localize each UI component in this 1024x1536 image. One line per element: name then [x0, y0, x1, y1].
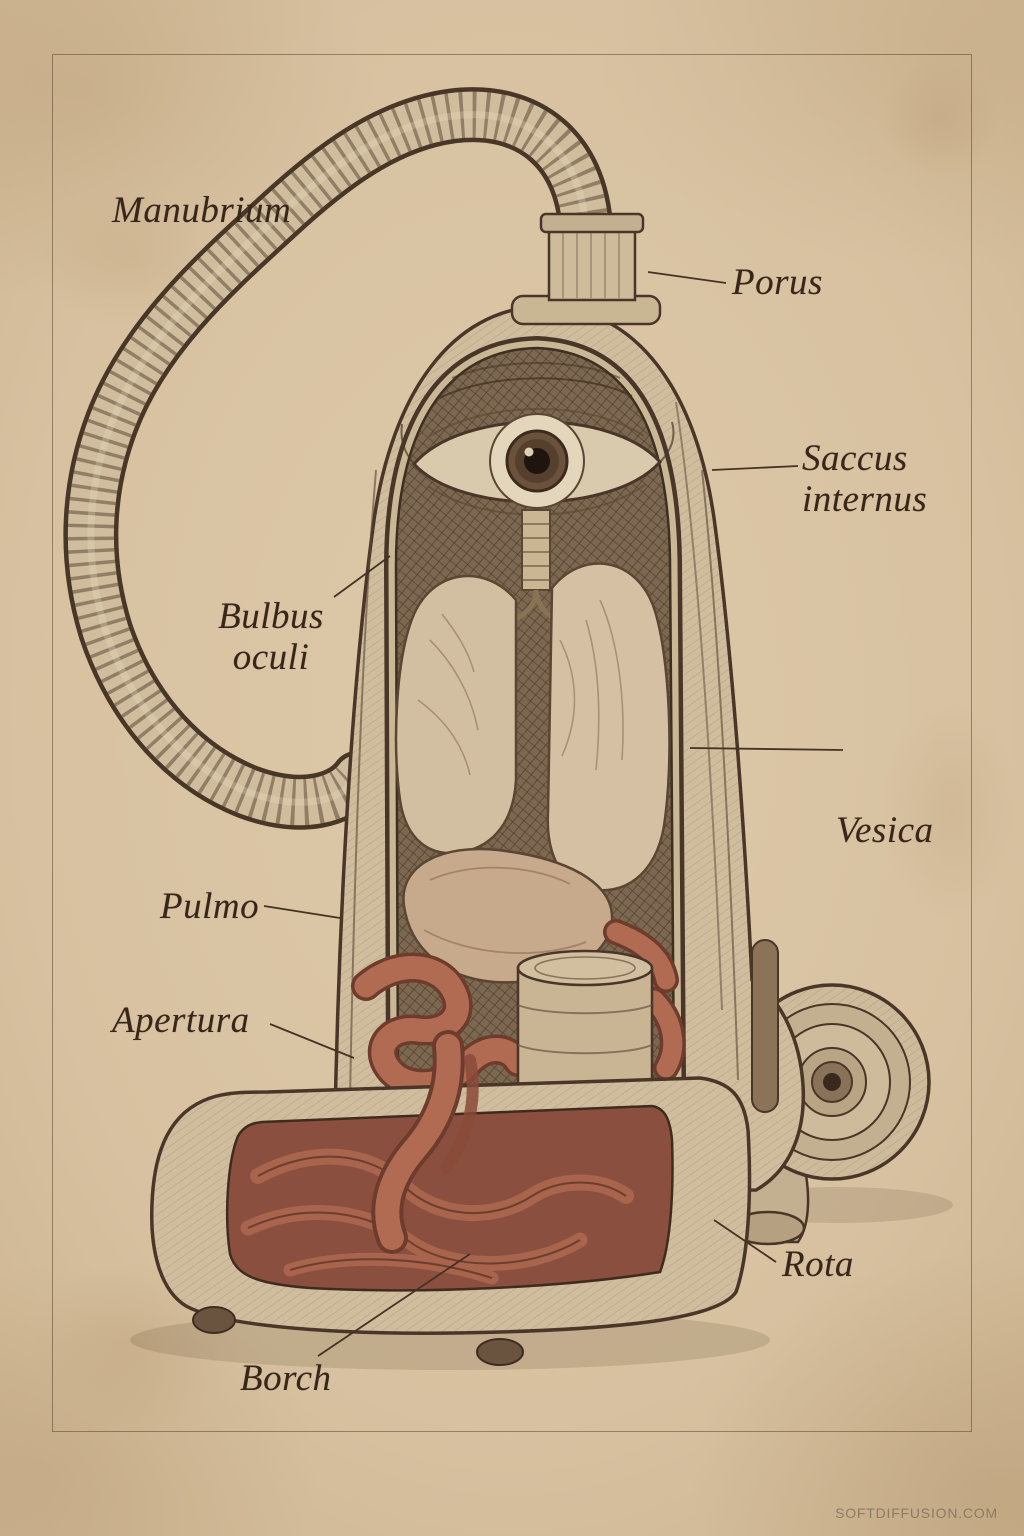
label-saccus-internus: Saccus internus [802, 438, 928, 521]
label-manubrium: Manubrium [112, 190, 292, 231]
lungs-pulmo [394, 562, 671, 892]
leader-vesica [689, 747, 844, 751]
label-rota: Rota [782, 1244, 854, 1285]
hose-manubrium [63, 87, 614, 830]
leader-rota [713, 1219, 777, 1263]
leader-borch [317, 1253, 471, 1357]
leader-apertura [269, 1023, 355, 1059]
watermark-text: SOFTDIFFUSION.COM [835, 1505, 998, 1521]
label-bulbus-oculi: Bulbus oculi [218, 596, 324, 679]
leader-saccus-internus [711, 465, 799, 471]
label-borch: Borch [240, 1358, 332, 1399]
label-apertura: Apertura [112, 1000, 250, 1041]
eye-bulbus-oculi [400, 362, 675, 633]
base-tray [150, 1076, 752, 1335]
plate-border-frame [52, 54, 972, 1432]
leader-porus [647, 271, 727, 284]
label-porus: Porus [732, 262, 823, 303]
base-feet [192, 1306, 524, 1366]
label-vesica: Vesica [836, 810, 934, 851]
leader-lines [263, 271, 844, 1357]
connector-porus [510, 212, 662, 326]
label-pulmo: Pulmo [160, 886, 260, 927]
intestine-cascade [371, 1030, 479, 1254]
leader-bulbus-oculi [333, 555, 391, 598]
leader-pulmo [263, 905, 341, 919]
